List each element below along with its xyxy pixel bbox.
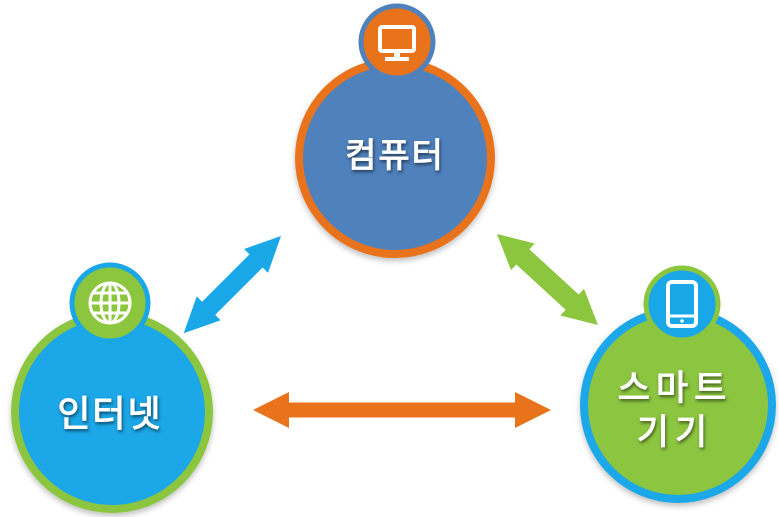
node-internet — [11, 262, 213, 513]
computer-icon-badge — [358, 3, 436, 81]
tablet-icon — [666, 280, 698, 328]
smart-device-label-line2: 기기 — [636, 412, 714, 453]
node-smart-device — [580, 265, 776, 503]
computer-label: 컴퓨터 — [345, 136, 445, 176]
node-computer — [295, 3, 495, 258]
arrow-computer-smart-device — [497, 234, 598, 325]
smart-device-label-line1: 스마트 — [617, 369, 733, 409]
internet-label: 인터넷 — [57, 394, 163, 435]
arrow-internet-smart-device — [253, 392, 551, 428]
arrow-internet-computer — [183, 236, 281, 334]
monitor-icon — [378, 25, 416, 61]
smart-device-icon-badge — [643, 265, 721, 343]
smart-device-label: 스마트 기기 — [585, 368, 765, 456]
globe-icon — [88, 281, 132, 325]
internet-icon-badge — [69, 262, 151, 344]
